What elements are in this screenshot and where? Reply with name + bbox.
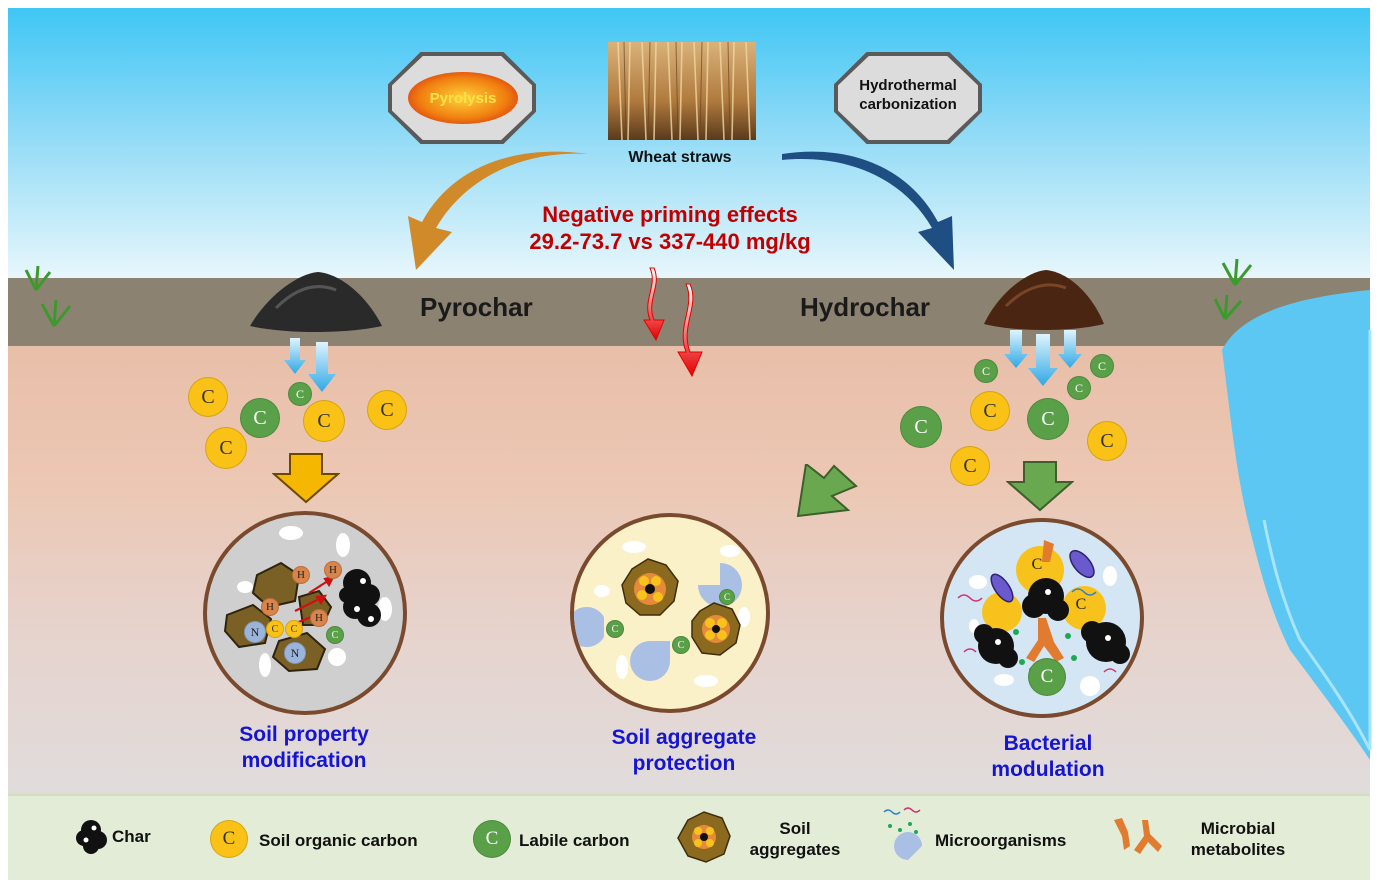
soil-aggregate-illustration <box>574 541 750 687</box>
htc-badge <box>838 56 978 140</box>
soil-organic-carbon-coin: C <box>188 377 228 417</box>
soil-organic-carbon-coin: C <box>950 446 990 486</box>
soil-property-illustration <box>223 526 392 677</box>
yellow-down-arrow <box>272 453 340 504</box>
pyrochar-leach-arrows <box>284 338 336 392</box>
htc-label: Hydrothermal carbonization <box>859 77 957 113</box>
soil-organic-carbon-coin: C <box>1031 556 1043 573</box>
hydrogen-atom: H <box>261 598 279 616</box>
labile-carbon-coin: C <box>606 620 624 638</box>
wheat-straws-label: Wheat straws <box>628 149 732 166</box>
legend-char-label: Char <box>112 827 151 846</box>
labile-carbon-coin: C <box>974 359 998 383</box>
hydrochar-label: Hydrochar <box>800 292 931 322</box>
pyrochar-pile <box>250 272 382 332</box>
labile-carbon-coin: C <box>1067 376 1091 400</box>
priming-effect-values: 29.2-73.7 vs 337-440 mg/kg <box>529 229 811 254</box>
char-icon <box>76 820 107 854</box>
hydrochar-pile <box>984 270 1104 330</box>
bacterial-circle <box>940 518 1144 718</box>
legend-metabolites-label: Microbial metabolites <box>1190 819 1286 859</box>
outcome-bacterial: Bacterial modulation <box>991 732 1105 781</box>
labile-carbon-coin: C <box>240 398 280 438</box>
soil-organic-carbon-coin: C <box>285 620 303 638</box>
soil-organic-carbon-coin: C <box>970 391 1010 431</box>
labile-carbon-coin: C <box>288 382 312 406</box>
soil-property-circle <box>203 511 407 715</box>
nitrogen-atom: N <box>284 642 306 664</box>
priming-effect-title: Negative priming effects <box>542 202 798 227</box>
pyrolysis-curved-arrow <box>408 151 588 270</box>
labile-carbon-coin: C <box>1027 398 1069 440</box>
labile-carbon-coin: C <box>1028 658 1066 696</box>
outcome-soil-aggregate: Soil aggregate protection <box>611 726 757 775</box>
water-body <box>1222 290 1372 760</box>
legend-soc-label: Soil organic carbon <box>259 831 418 850</box>
hydrochar-leach-arrows <box>1004 330 1082 386</box>
soil-organic-carbon-coin: C <box>367 390 407 430</box>
soil-organic-carbon-icon: C <box>210 820 248 858</box>
outcome-soil-property: Soil property modification <box>239 723 369 772</box>
labile-carbon-coin: C <box>672 636 690 654</box>
grass-icon <box>1213 258 1253 320</box>
hydrogen-atom: H <box>292 566 310 584</box>
green-down-arrow <box>1006 461 1074 512</box>
legend-micro-label: Microorganisms <box>935 831 1067 850</box>
pyrolysis-label: Pyrolysis <box>429 89 497 107</box>
wheat-straw-photo <box>608 42 756 140</box>
pyrochar-label: Pyrochar <box>420 292 533 322</box>
labile-carbon-coin: C <box>719 589 735 605</box>
legend-labile-label: Labile carbon <box>519 831 630 850</box>
soil-organic-carbon-coin: C <box>205 427 247 469</box>
hydrogen-atom: H <box>310 609 328 627</box>
labile-carbon-coin: C <box>900 406 942 448</box>
soil-aggregate-circle <box>570 513 770 713</box>
microbial-metabolites-icon <box>1114 818 1162 854</box>
labile-carbon-icon: C <box>473 820 511 858</box>
labile-carbon-coin: C <box>1090 354 1114 378</box>
soil-organic-carbon-coin: C <box>303 400 345 442</box>
soil-aggregate-icon <box>677 811 731 863</box>
nitrogen-atom: N <box>244 621 266 643</box>
red-wavy-arrows <box>643 267 703 378</box>
grass-icon <box>24 265 72 327</box>
labile-carbon-coin: C <box>326 626 344 644</box>
pyrolysis-flame: Pyrolysis <box>408 72 518 124</box>
legend-aggregate-label: Soil aggregates <box>749 819 841 859</box>
microorganisms-icon <box>883 807 922 860</box>
green-diagonal-arrow <box>796 464 858 518</box>
soil-organic-carbon-coin: C <box>1087 421 1127 461</box>
hydrogen-atom: H <box>324 561 342 579</box>
soil-organic-carbon-coin: C <box>266 620 284 638</box>
soil-organic-carbon-coin: C <box>1075 596 1087 613</box>
